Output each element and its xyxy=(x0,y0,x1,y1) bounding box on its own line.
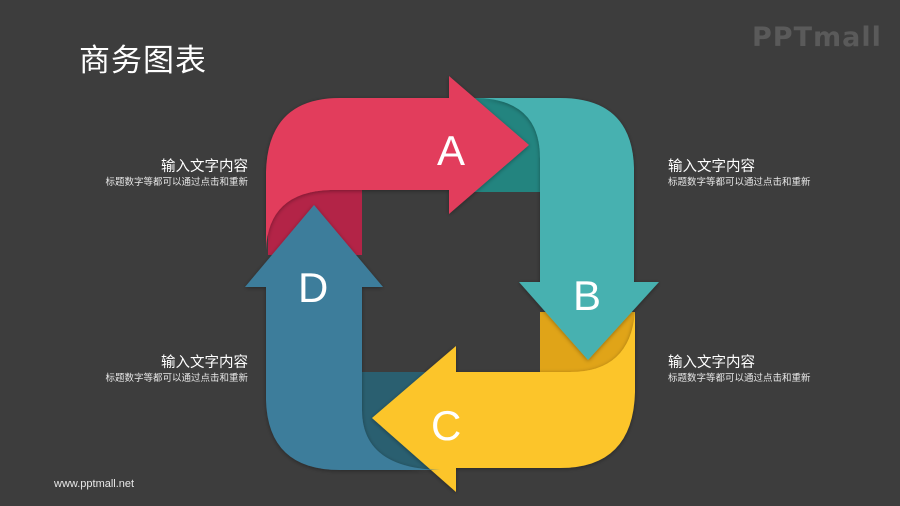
label-body: 标题数字等都可以通过点击和重新 xyxy=(668,177,811,188)
arrow-b-letter: B xyxy=(573,272,601,319)
arrow-d-letter: D xyxy=(298,264,328,311)
label-bottom-left: 输入文字内容 标题数字等都可以通过点击和重新 xyxy=(48,354,248,385)
label-heading: 输入文字内容 xyxy=(161,159,248,175)
arrow-a: A xyxy=(266,76,529,250)
label-heading: 输入文字内容 xyxy=(161,355,248,371)
footer-url: www.pptmall.net xyxy=(54,478,135,490)
label-top-right: 输入文字内容 标题数字等都可以通过点击和重新 xyxy=(668,158,868,189)
label-body: 标题数字等都可以通过点击和重新 xyxy=(668,373,811,384)
label-bottom-right: 输入文字内容 标题数字等都可以通过点击和重新 xyxy=(668,354,868,385)
label-body: 标题数字等都可以通过点击和重新 xyxy=(105,373,248,384)
label-heading: 输入文字内容 xyxy=(668,355,755,371)
arrow-b: B xyxy=(478,98,659,360)
arrow-c-letter: C xyxy=(431,402,461,449)
label-heading: 输入文字内容 xyxy=(668,159,755,175)
label-top-left: 输入文字内容 标题数字等都可以通过点击和重新 xyxy=(48,158,248,189)
label-body: 标题数字等都可以通过点击和重新 xyxy=(105,177,248,188)
arrow-c: C xyxy=(372,312,635,492)
page-title: 商务图表 xyxy=(79,43,207,79)
brand-logo: PPTmall xyxy=(752,22,882,53)
arrow-a-letter: A xyxy=(437,127,465,174)
arrow-d: D xyxy=(245,205,440,470)
